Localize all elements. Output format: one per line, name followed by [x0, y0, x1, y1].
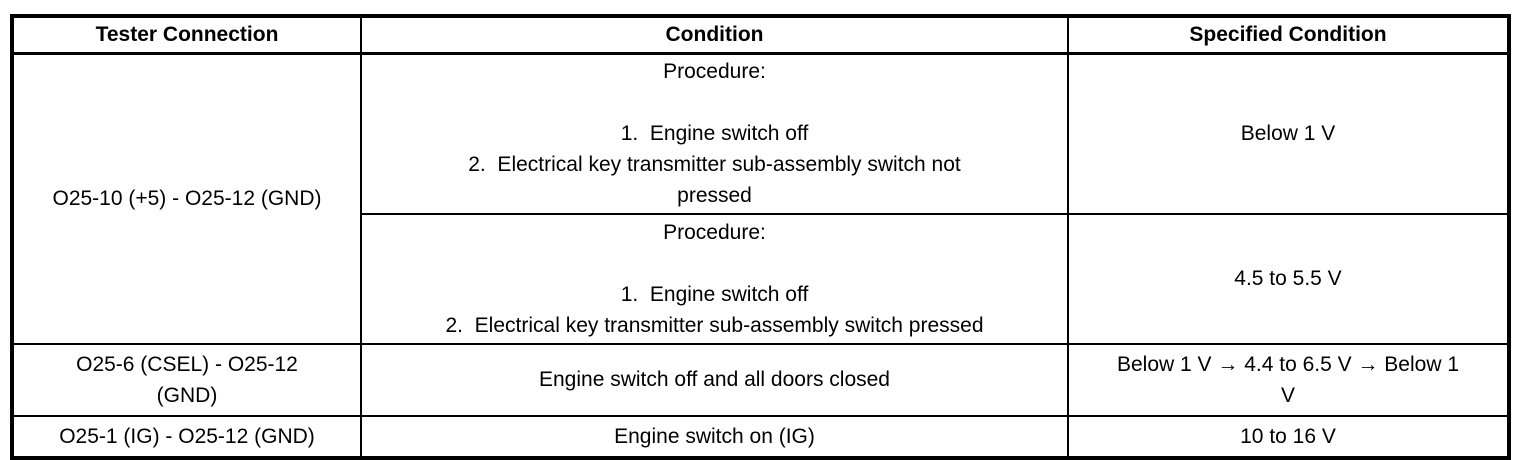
cell-specified-condition: 4.5 to 5.5 V	[1067, 212, 1510, 345]
header-condition: Condition	[360, 15, 1069, 55]
cell-condition: Procedure: 1. Engine switch off 2. Elect…	[360, 52, 1069, 215]
tester-specified-condition-table: Tester Connection Condition Specified Co…	[10, 14, 1511, 460]
cell-condition: Procedure: 1. Engine switch off 2. Elect…	[360, 212, 1069, 345]
cell-tester-connection: O25-10 (+5) - O25-12 (GND)	[11, 52, 362, 345]
cell-condition: Engine switch off and all doors closed	[360, 342, 1069, 417]
table-row: Procedure: 1. Engine switch off 2. Elect…	[12, 212, 1510, 345]
cell-specified-condition: Below 1 V → 4.4 to 6.5 V → Below 1 V	[1067, 342, 1510, 417]
cell-tester-connection: O25-1 (IG) - O25-12 (GND)	[11, 414, 362, 459]
table-row: O25-10 (+5) - O25-12 (GND) Procedure: 1.…	[11, 52, 1510, 345]
header-row: Tester Connection Condition Specified Co…	[11, 15, 1510, 55]
cell-condition: Engine switch on (IG)	[360, 414, 1069, 459]
cell-tester-connection: O25-6 (CSEL) - O25-12 (GND)	[11, 342, 362, 417]
header-tester-connection: Tester Connection	[11, 15, 362, 55]
cell-specified-condition: Below 1 V	[1067, 52, 1510, 215]
header-specified-condition: Specified Condition	[1067, 15, 1510, 55]
table-row: O25-6 (CSEL) - O25-12 (GND) Engine switc…	[11, 342, 1510, 417]
table-row: O25-1 (IG) - O25-12 (GND) Engine switch …	[11, 414, 1510, 459]
cell-specified-condition: 10 to 16 V	[1067, 414, 1510, 459]
